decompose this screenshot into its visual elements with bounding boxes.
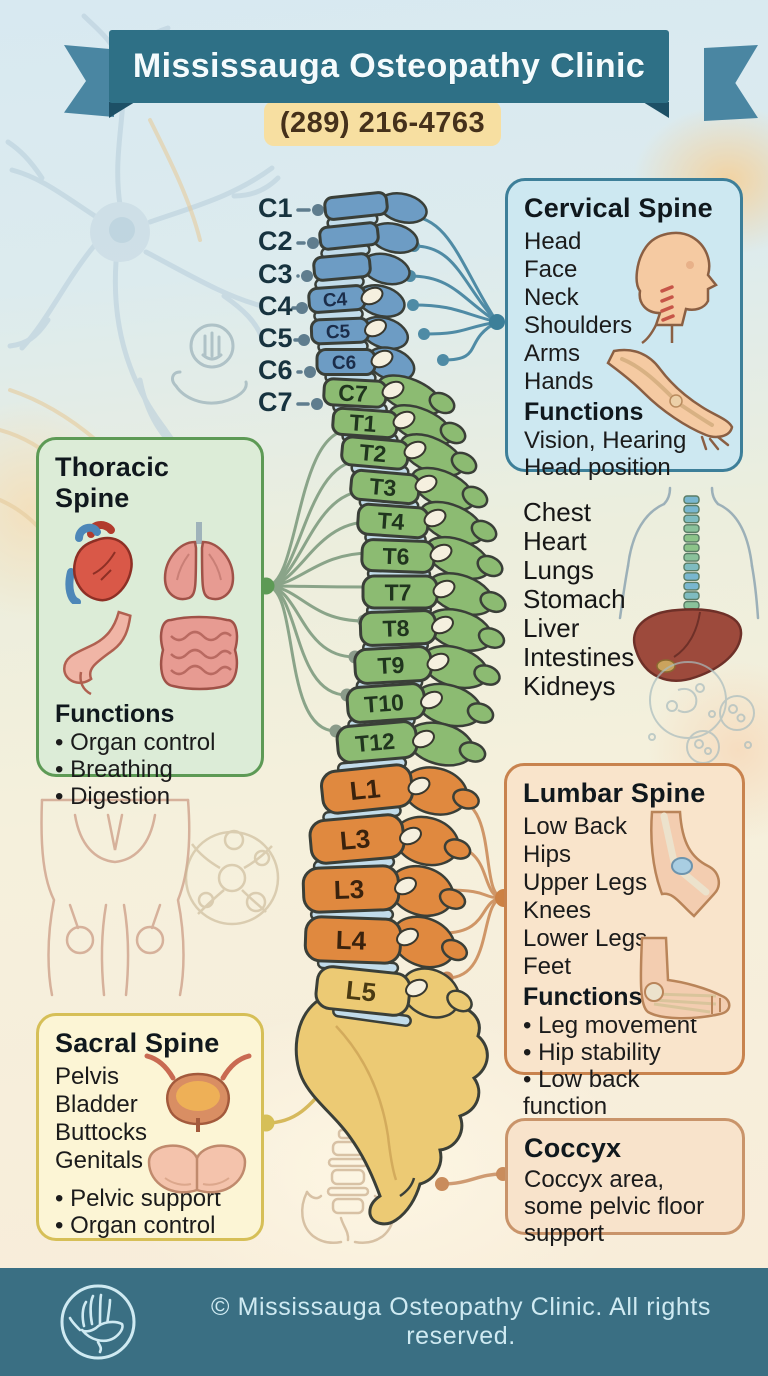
foot-icon bbox=[639, 936, 731, 1020]
arm-icon bbox=[606, 348, 734, 451]
cervical-level-label: C6 bbox=[258, 355, 293, 385]
thoracic-functions-label: Functions bbox=[55, 700, 175, 728]
svg-text:L4: L4 bbox=[335, 925, 367, 956]
cell-circle-icon bbox=[184, 829, 280, 926]
svg-text:C7: C7 bbox=[338, 379, 369, 407]
svg-text:L3: L3 bbox=[333, 874, 364, 905]
bladder-icon bbox=[144, 1053, 252, 1132]
svg-text:T6: T6 bbox=[382, 543, 410, 570]
list-item: Stomach bbox=[523, 584, 626, 614]
list-item: Face bbox=[524, 256, 578, 283]
torso-spine-column bbox=[683, 495, 700, 610]
coccyx-description: Coccyx area, some pelvic floor support bbox=[524, 1166, 705, 1247]
svg-text:T7: T7 bbox=[385, 579, 412, 605]
svg-text:L1: L1 bbox=[348, 773, 381, 806]
liver-illustration bbox=[633, 608, 743, 682]
clinic-title: Mississauga Osteopathy Clinic bbox=[132, 47, 646, 85]
svg-text:T8: T8 bbox=[382, 615, 410, 642]
list-item: Kidneys bbox=[523, 671, 616, 701]
list-item: • Organ control bbox=[55, 1212, 216, 1239]
organ-illustrations bbox=[55, 518, 245, 698]
cervical-level-label: C7 bbox=[258, 387, 293, 417]
svg-text:C4: C4 bbox=[322, 289, 348, 312]
svg-text:T9: T9 bbox=[377, 652, 405, 679]
svg-text:T12: T12 bbox=[354, 728, 396, 757]
list-item: Knees bbox=[523, 897, 592, 924]
buttocks-icon bbox=[147, 1144, 247, 1194]
list-item: • Breathing bbox=[55, 756, 173, 783]
list-item: Liver bbox=[523, 613, 580, 643]
hand-badge-icon bbox=[171, 323, 248, 405]
list-item: Hips bbox=[523, 841, 572, 868]
footer-bar: © Mississauga Osteopathy Clinic. All rig… bbox=[0, 1268, 768, 1376]
list-item: Feet bbox=[523, 953, 572, 980]
svg-text:L5: L5 bbox=[344, 975, 377, 1008]
list-item: Pelvis bbox=[55, 1063, 120, 1090]
list-item: Intestines bbox=[523, 642, 635, 672]
list-item: Shoulders bbox=[524, 312, 633, 339]
list-item: Head bbox=[524, 228, 582, 255]
thoracic-box-title: Thoracic Spine bbox=[55, 452, 170, 513]
svg-text:T3: T3 bbox=[368, 473, 397, 501]
list-item: • Hip stability bbox=[523, 1039, 661, 1066]
phone-badge: (289) 216-4763 bbox=[264, 101, 501, 146]
list-item: • Organ control bbox=[55, 729, 216, 756]
svg-text:T4: T4 bbox=[377, 507, 406, 535]
list-item: Upper Legs bbox=[523, 869, 648, 896]
list-item: Vision, Hearing bbox=[524, 427, 687, 454]
footer-copyright: © Mississauga Osteopathy Clinic. All rig… bbox=[211, 1293, 711, 1350]
svg-text:T2: T2 bbox=[358, 439, 387, 467]
intestines-icon bbox=[159, 615, 239, 691]
cervical-functions-label: Functions bbox=[524, 398, 644, 426]
coccyx-box-title: Coccyx bbox=[524, 1133, 622, 1163]
thoracic-functions-list: • Organ control• Breathing• Digestion bbox=[55, 729, 245, 810]
list-item: Low Back bbox=[523, 813, 628, 840]
svg-text:C5: C5 bbox=[326, 321, 351, 343]
svg-text:C6: C6 bbox=[332, 353, 356, 374]
cervical-level-label: C1 bbox=[258, 193, 293, 223]
torso-back-illustration bbox=[618, 486, 760, 620]
list-item: • Low back function bbox=[523, 1066, 640, 1120]
svg-text:T1: T1 bbox=[349, 409, 378, 437]
svg-text:T10: T10 bbox=[363, 689, 404, 718]
head-profile-icon bbox=[635, 231, 718, 345]
thoracic-spine-box: Thoracic Spine bbox=[36, 437, 264, 810]
list-item: Lungs bbox=[523, 555, 594, 585]
cervical-box-title: Cervical Spine bbox=[524, 193, 713, 223]
stomach-icon bbox=[63, 610, 132, 696]
list-item: Chest bbox=[523, 497, 591, 527]
lumbar-box-title: Lumbar Spine bbox=[523, 778, 706, 808]
phone-number: (289) 216-4763 bbox=[279, 107, 486, 139]
cervical-level-label: C4 bbox=[258, 291, 293, 321]
heart-icon bbox=[65, 521, 133, 604]
lungs-icon bbox=[163, 522, 235, 601]
knee-icon bbox=[650, 810, 721, 918]
list-item: Neck bbox=[524, 284, 579, 311]
cervical-level-label: C2 bbox=[258, 226, 293, 256]
coccyx-box: Coccyx Coccyx area, some pelvic floor su… bbox=[505, 1118, 745, 1247]
cervical-level-label: C5 bbox=[258, 323, 293, 353]
pelvis-legs-sketch bbox=[40, 798, 191, 997]
svg-text:L3: L3 bbox=[339, 823, 372, 856]
list-item: Arms bbox=[524, 340, 580, 367]
list-item: • Digestion bbox=[55, 783, 171, 810]
list-item: Lower Legs bbox=[523, 925, 648, 952]
list-item: Heart bbox=[523, 526, 587, 556]
clinic-hands-logo bbox=[60, 1284, 136, 1360]
list-item: Hands bbox=[524, 368, 594, 395]
list-item: Head position bbox=[524, 454, 671, 481]
cells-icon bbox=[648, 661, 755, 764]
header-ribbon: Mississauga Osteopathy Clinic bbox=[109, 30, 669, 103]
cervical-level-label: C3 bbox=[258, 259, 293, 289]
